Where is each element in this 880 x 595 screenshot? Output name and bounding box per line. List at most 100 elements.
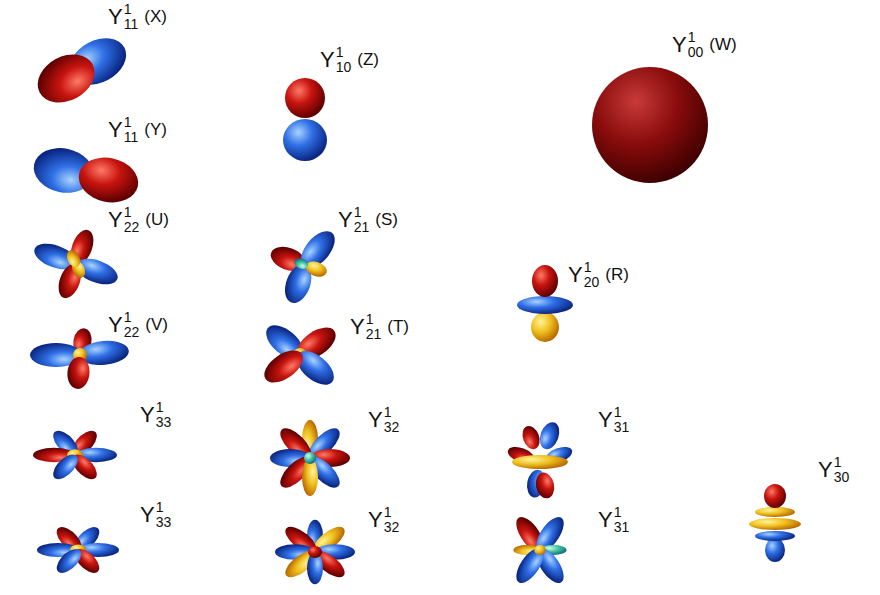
quadrupole-r <box>517 265 573 342</box>
lobe <box>29 45 103 112</box>
index-stack: 133 <box>156 500 172 529</box>
superscript-index: 1 <box>354 205 362 220</box>
octupole-32 <box>275 520 355 585</box>
superscript-index: 1 <box>834 455 842 470</box>
octupole-33 <box>37 524 119 575</box>
lobe <box>308 546 322 558</box>
subscript-index: 31 <box>614 520 630 535</box>
harmonic-label: Y120 (R) <box>568 260 629 289</box>
subscript-index: 32 <box>384 520 400 535</box>
function-symbol: Y <box>598 509 613 531</box>
function-symbol: Y <box>368 409 383 431</box>
harmonic-label: Y121(T) <box>350 312 409 341</box>
quadrupole-u <box>31 227 121 301</box>
lobe <box>64 248 82 269</box>
quadrupole-v <box>30 327 130 390</box>
function-symbol: Y <box>672 34 687 56</box>
subscript-index: 21 <box>354 220 370 235</box>
monopole-sphere <box>592 67 708 183</box>
superscript-index: 1 <box>614 505 622 520</box>
index-stack: 133 <box>156 400 172 429</box>
index-stack: 131 <box>614 405 630 434</box>
index-stack: 131 <box>614 505 630 534</box>
ring <box>512 455 568 469</box>
lobe <box>532 265 558 297</box>
component-letter: (Y) <box>144 121 167 138</box>
lobe <box>52 546 87 575</box>
octupole-31 <box>506 419 575 500</box>
harmonic-label: Y111 (X) <box>108 2 167 31</box>
superscript-index: 1 <box>366 312 374 327</box>
lobe <box>66 356 91 390</box>
index-stack: 122 <box>124 310 140 339</box>
subscript-index: 31 <box>614 420 630 435</box>
harmonic-label: Y131 <box>598 405 629 434</box>
component-letter: (R) <box>605 266 629 283</box>
lobe <box>765 538 785 562</box>
octupole-32 <box>270 420 350 496</box>
function-symbol: Y <box>108 6 123 28</box>
component-letter: (S) <box>375 211 398 228</box>
harmonic-label: Y132 <box>368 505 399 534</box>
lobe <box>519 424 542 452</box>
lobe <box>531 513 569 555</box>
superscript-index: 1 <box>614 405 622 420</box>
harmonic-label: Y122(V) <box>108 310 168 339</box>
subscript-index: 10 <box>336 60 352 75</box>
octupole-31 <box>511 513 569 586</box>
function-symbol: Y <box>568 264 583 286</box>
subscript-index: 30 <box>834 470 850 485</box>
index-stack: 132 <box>384 505 400 534</box>
index-stack: 111 <box>124 115 139 144</box>
index-stack: 111 <box>124 2 139 31</box>
ring <box>517 296 573 314</box>
function-symbol: Y <box>338 209 353 231</box>
component-letter: (X) <box>144 8 167 25</box>
subscript-index: 00 <box>688 45 704 60</box>
index-stack: 120 <box>584 260 600 289</box>
index-stack: 100 <box>688 30 704 59</box>
ring <box>749 518 801 530</box>
quadrupole-s <box>267 225 341 307</box>
sphere <box>592 67 708 183</box>
harmonic-label: Y111 (Y) <box>108 115 167 144</box>
harmonic-label: Y130 <box>818 455 849 484</box>
octupole-33 <box>33 428 117 482</box>
superscript-index: 1 <box>124 2 132 17</box>
harmonic-label: Y131 <box>598 505 629 534</box>
component-letter: (Z) <box>357 51 379 68</box>
lobe <box>533 471 556 500</box>
function-symbol: Y <box>350 316 365 338</box>
superscript-index: 1 <box>384 405 392 420</box>
superscript-index: 1 <box>688 30 696 45</box>
subscript-index: 21 <box>366 327 382 342</box>
index-stack: 132 <box>384 405 400 434</box>
function-symbol: Y <box>368 509 383 531</box>
index-stack: 121 <box>354 205 370 234</box>
function-symbol: Y <box>108 119 123 141</box>
superscript-index: 1 <box>156 400 164 415</box>
lobe <box>304 452 316 464</box>
component-letter: (U) <box>145 211 169 228</box>
harmonic-label: Y133 <box>140 500 171 529</box>
index-stack: 122 <box>124 205 140 234</box>
quadrupole-t <box>259 319 342 391</box>
subscript-index: 33 <box>156 415 172 430</box>
dipole-y <box>30 143 143 208</box>
ring <box>755 531 795 541</box>
lobe <box>531 312 559 342</box>
subscript-index: 20 <box>584 275 600 290</box>
superscript-index: 1 <box>384 505 392 520</box>
harmonic-label: Y100(W) <box>672 30 737 59</box>
component-letter: (V) <box>145 316 168 333</box>
index-stack: 130 <box>834 455 850 484</box>
superscript-index: 1 <box>584 260 592 275</box>
subscript-index: 32 <box>384 420 400 435</box>
function-symbol: Y <box>320 49 335 71</box>
harmonic-label: Y110 (Z) <box>320 45 379 74</box>
lobe <box>536 419 562 451</box>
ring <box>755 507 795 517</box>
index-stack: 110 <box>336 45 352 74</box>
